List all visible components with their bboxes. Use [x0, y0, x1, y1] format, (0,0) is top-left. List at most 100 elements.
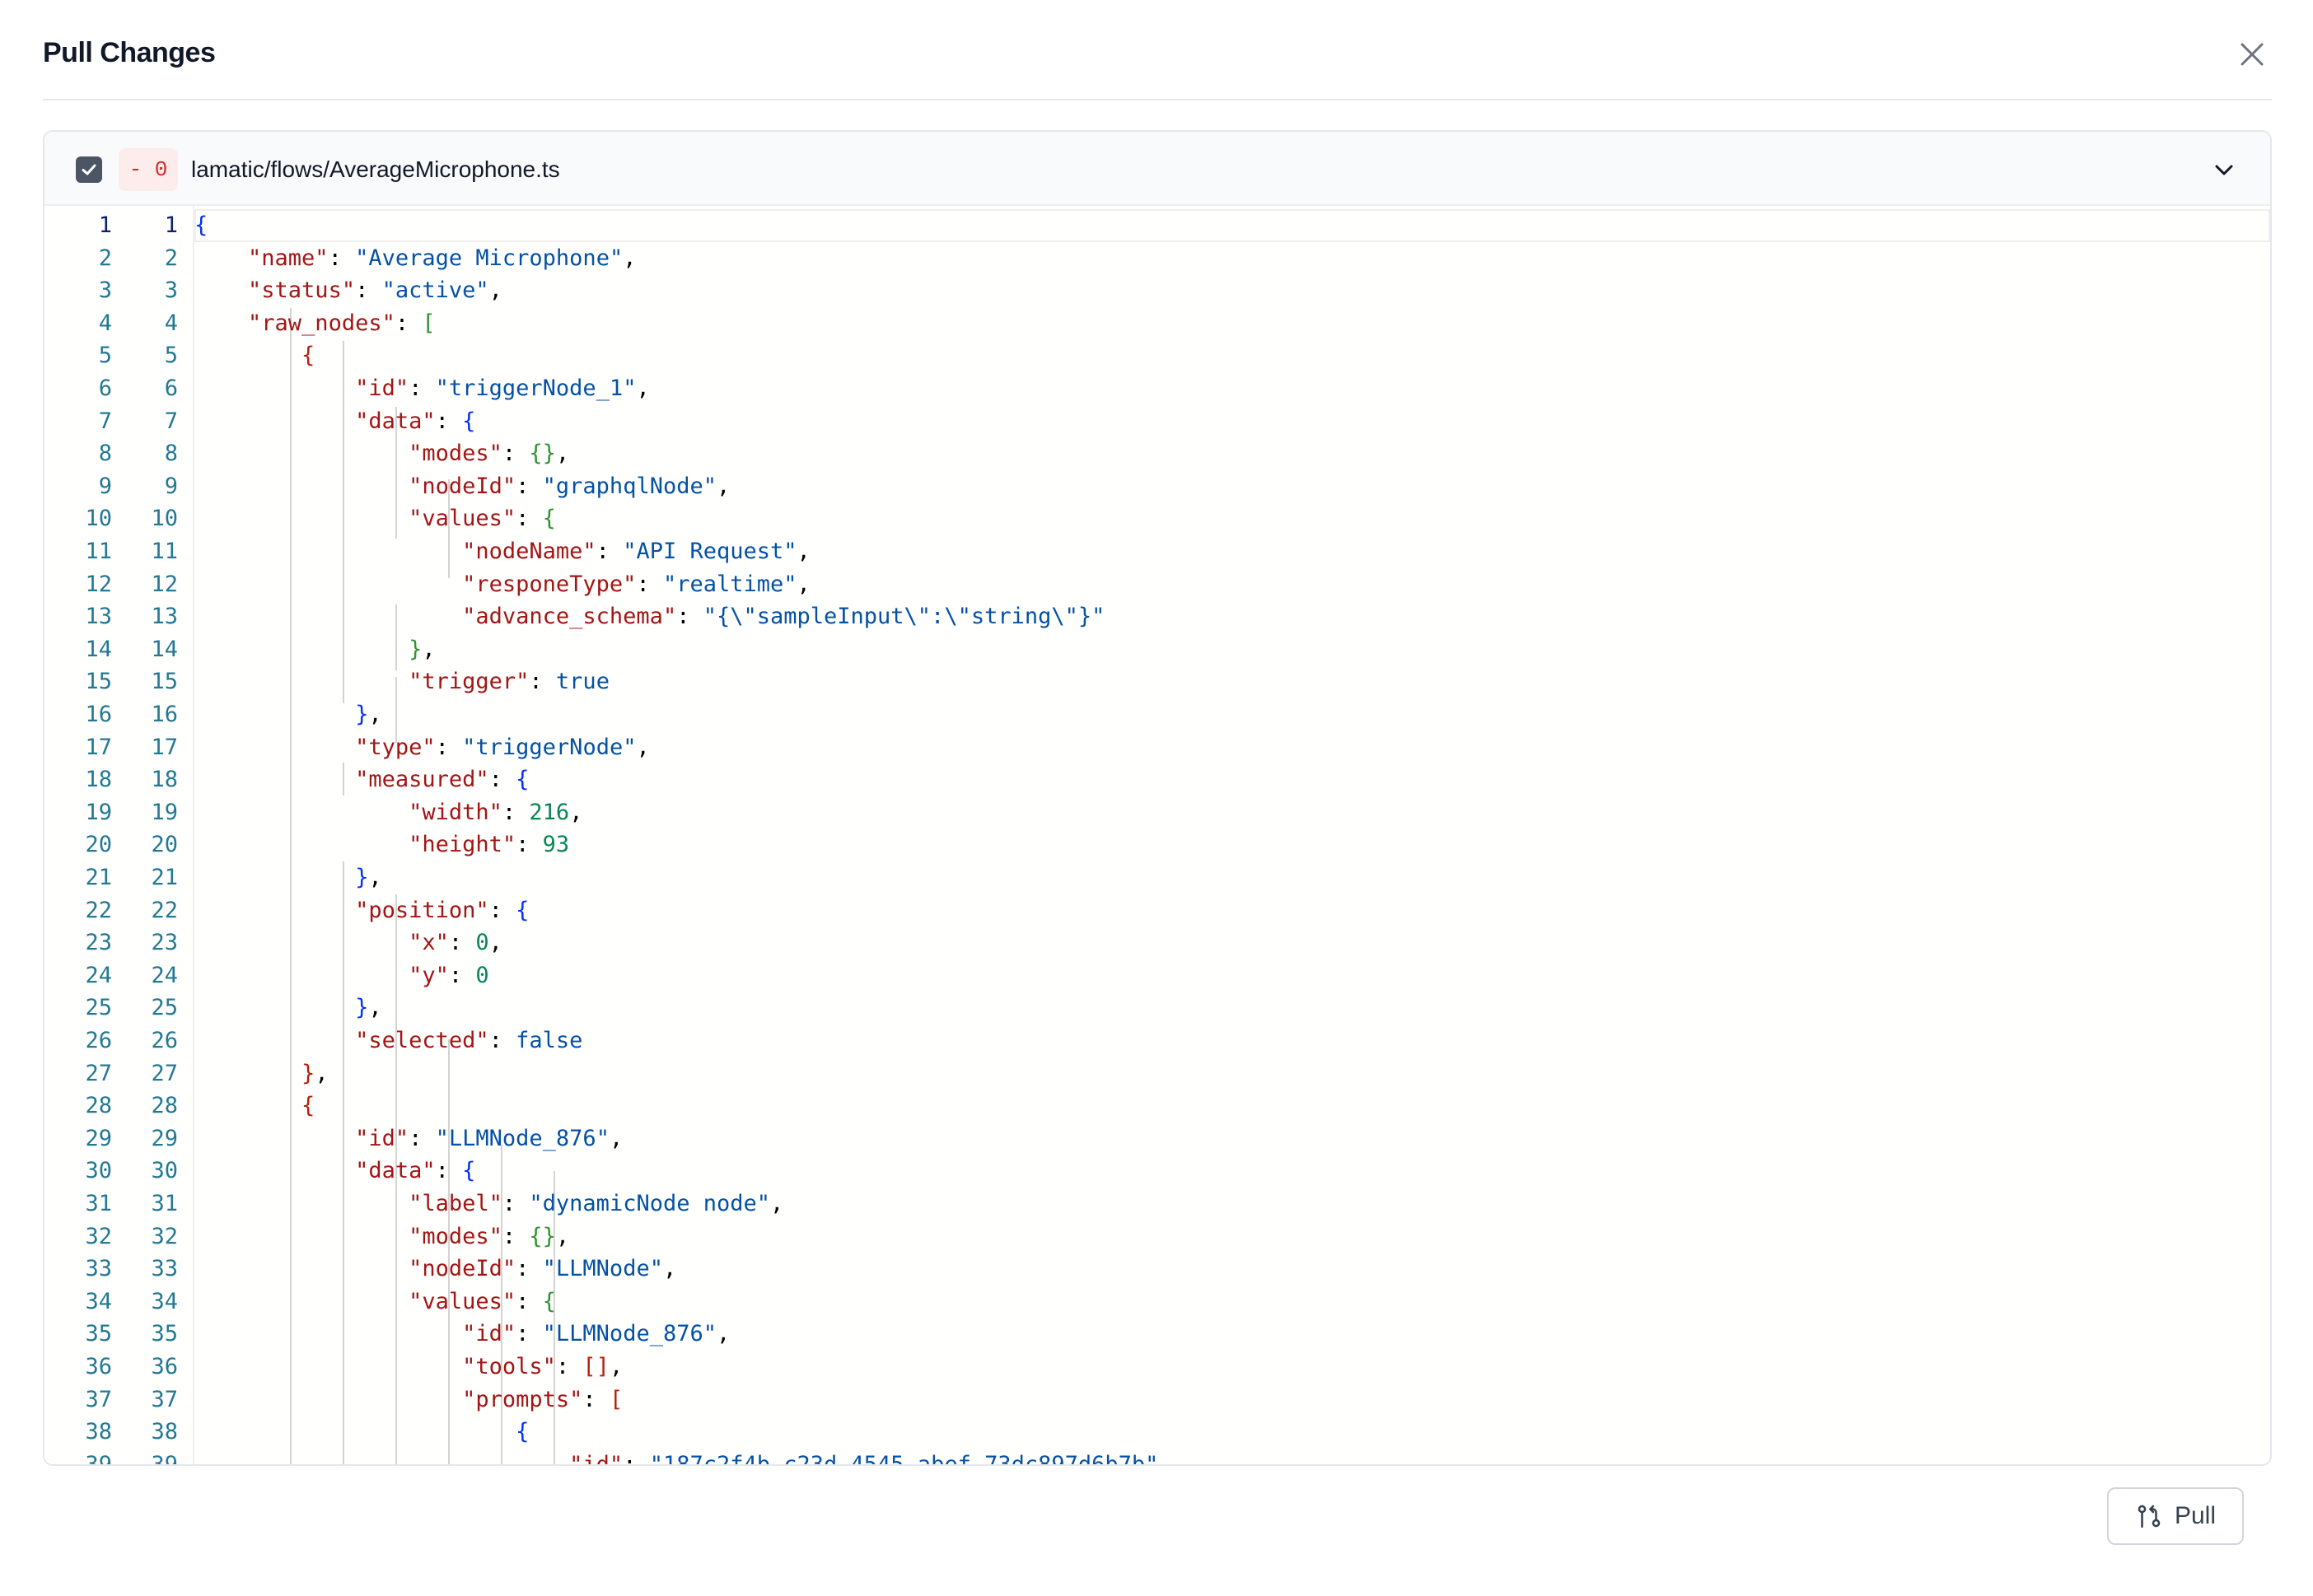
code-token: : — [502, 441, 530, 467]
old-line-number: 9 — [98, 473, 112, 499]
code-text: "values": { — [194, 1286, 2270, 1318]
new-line-number: 16 — [151, 702, 178, 727]
new-line-number: 21 — [151, 865, 178, 890]
old-line-number: 26 — [85, 1028, 112, 1053]
code-token: "Average Microphone" — [355, 245, 624, 271]
code-token: } — [301, 1060, 315, 1086]
code-token — [194, 572, 462, 597]
code-token: "LLMNode_876" — [435, 1125, 610, 1151]
new-line-number: 3 — [164, 278, 178, 304]
new-line-number: 12 — [151, 571, 178, 597]
code-token: , — [569, 799, 583, 825]
old-line-number: 2 — [98, 245, 112, 271]
new-line-number: 31 — [151, 1191, 178, 1216]
new-line-number: 19 — [151, 799, 178, 825]
code-text: "label": "dynamicNode node", — [194, 1188, 2270, 1220]
code-token: [ — [609, 1386, 624, 1412]
code-text: }, — [194, 992, 2270, 1024]
new-line-number: 26 — [151, 1028, 178, 1053]
code-text: "id": "triggerNode_1", — [194, 372, 2270, 405]
new-line-number: 32 — [151, 1223, 178, 1249]
new-line-number: 39 — [151, 1451, 178, 1466]
pull-button[interactable]: Pull — [2107, 1487, 2244, 1545]
code-text: "name": "Average Microphone", — [194, 242, 2270, 275]
new-line-number: 6 — [164, 376, 178, 401]
code-token: : — [582, 1386, 610, 1412]
code-token: "measured" — [355, 767, 489, 793]
code-token: "values" — [409, 1288, 516, 1314]
code-token: : — [448, 930, 476, 956]
code-token: true — [555, 669, 610, 695]
code-token — [194, 376, 355, 401]
deletions-badge: - 0 — [119, 148, 178, 191]
code-token: , — [488, 278, 502, 304]
code-token: : — [435, 408, 463, 434]
code-token — [194, 441, 409, 466]
old-line-number: 31 — [85, 1191, 112, 1216]
new-line-number: 23 — [151, 930, 178, 956]
old-line-number: 22 — [85, 897, 112, 923]
code-text: "data": { — [194, 405, 2270, 438]
code-token: , — [770, 1191, 784, 1216]
code-token: {} — [529, 1223, 556, 1249]
code-token — [194, 278, 248, 303]
code-text: "modes": {}, — [194, 1220, 2270, 1253]
code-line: 31 31 "label": "dynamicNode node", — [44, 1188, 2270, 1220]
code-token: "graphqlNode" — [542, 473, 717, 499]
code-token: 0 — [475, 962, 489, 988]
code-text: "nodeName": "API Request", — [194, 535, 2270, 568]
code-token: } — [355, 702, 369, 727]
old-line-number: 34 — [85, 1288, 112, 1314]
code-line: 32 32 "modes": {}, — [44, 1220, 2270, 1253]
old-line-number: 32 — [85, 1223, 112, 1249]
close-button[interactable] — [2237, 40, 2267, 69]
new-line-number: 22 — [151, 897, 178, 923]
code-token: 216 — [529, 799, 570, 825]
indent-guide — [395, 407, 397, 539]
chevron-down-icon — [2215, 165, 2233, 175]
code-token: { — [516, 1419, 530, 1445]
code-token — [194, 637, 409, 662]
code-token: : — [516, 1288, 543, 1314]
code-token: "selected" — [355, 1028, 489, 1053]
code-token: "modes" — [409, 441, 502, 467]
code-token — [194, 735, 355, 760]
file-select-checkbox[interactable] — [76, 156, 102, 183]
old-line-number: 13 — [85, 604, 112, 630]
collapse-toggle-button[interactable] — [2209, 155, 2239, 184]
old-line-number: 11 — [85, 539, 112, 564]
new-line-number: 1 — [164, 212, 178, 238]
code-token: , — [368, 702, 382, 727]
code-token: , — [555, 441, 570, 467]
code-text: "position": { — [194, 894, 2270, 927]
file-diff-card: - 0 lamatic/flows/AverageMicrophone.ts 1… — [43, 130, 2272, 1466]
code-text: "data": { — [194, 1155, 2270, 1188]
code-token — [194, 898, 355, 923]
old-line-number: 8 — [98, 441, 112, 467]
code-token: { — [542, 506, 556, 532]
code-token: } — [409, 636, 423, 662]
code-token: : — [516, 473, 543, 499]
code-token — [194, 1419, 516, 1444]
old-line-number: 10 — [85, 506, 112, 532]
code-token — [194, 245, 248, 271]
code-text: "nodeId": "graphqlNode", — [194, 470, 2270, 503]
code-token: "responeType" — [462, 571, 637, 597]
code-token — [194, 865, 355, 890]
new-line-number: 27 — [151, 1060, 178, 1086]
code-token: { — [516, 767, 530, 793]
new-line-number: 15 — [151, 669, 178, 695]
